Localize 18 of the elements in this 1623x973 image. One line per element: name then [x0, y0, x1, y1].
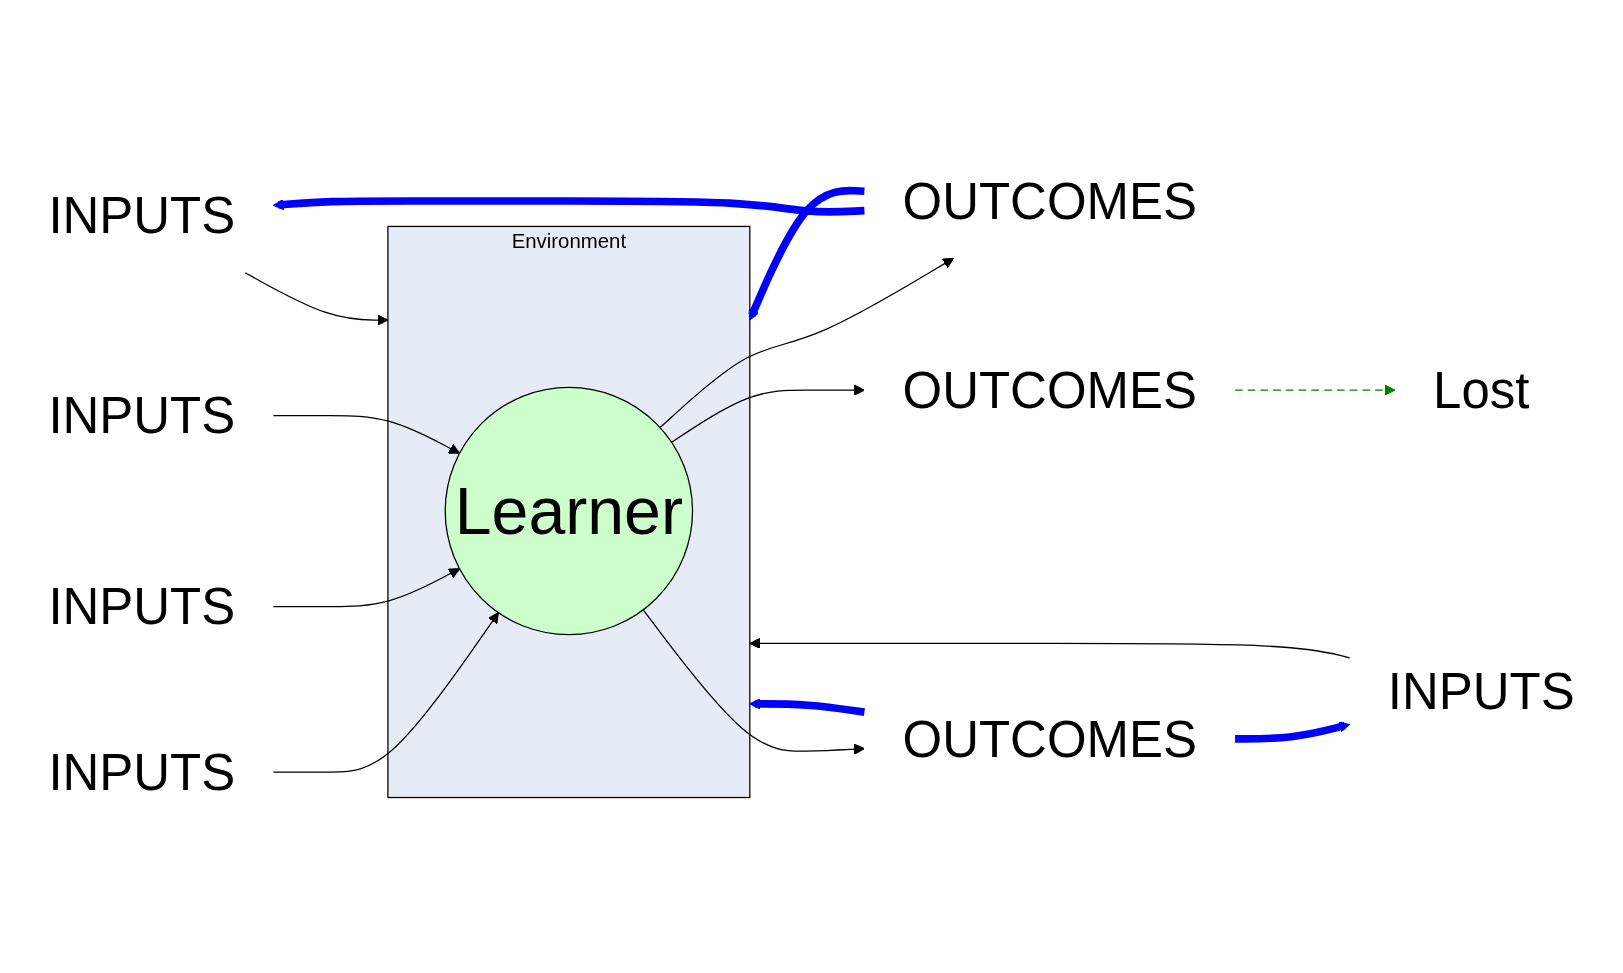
arrow — [272, 568, 461, 608]
node-text: INPUTS — [48, 578, 236, 635]
node-text: INPUTS — [48, 187, 236, 244]
arrow — [272, 414, 461, 454]
arrow — [272, 612, 499, 773]
node-text: INPUTS — [48, 744, 236, 801]
node-text: OUTCOMES — [902, 362, 1197, 419]
node-circle: Learner — [444, 386, 694, 636]
arrow — [659, 257, 955, 429]
arrow — [244, 272, 389, 326]
node-text: Lost — [1433, 362, 1530, 419]
arrow — [671, 384, 865, 443]
node-text: INPUTS — [48, 387, 236, 444]
arrow — [749, 637, 1351, 659]
node-text: OUTCOMES — [902, 710, 1197, 767]
arrow — [1234, 384, 1396, 396]
node-text: OUTCOMES — [902, 172, 1197, 229]
node-text: INPUTS — [1387, 663, 1575, 720]
